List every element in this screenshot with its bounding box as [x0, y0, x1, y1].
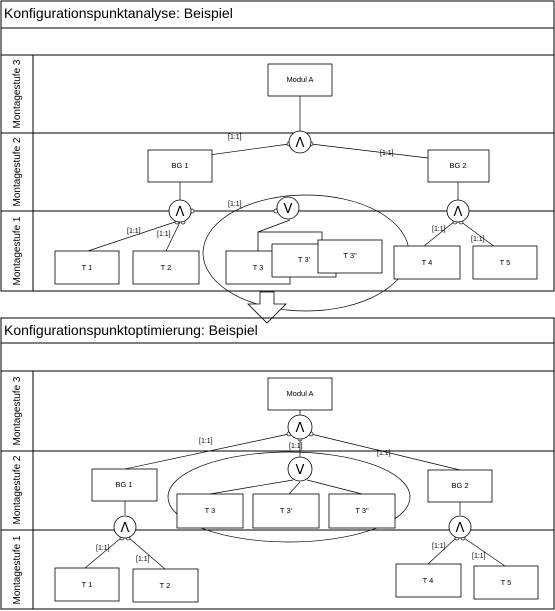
cardinality-bg1-or: [1:1]	[228, 201, 242, 208]
section-title-optimization: Konfigurationspunktoptimierung: Beispiel	[4, 322, 258, 338]
cardinality-bg1-t1: [1:1]	[127, 228, 141, 235]
cardinality-bg1-t1: [1:1]	[96, 545, 110, 552]
level-label-2: Montagestufe 2	[12, 137, 23, 206]
cardinality-bg2-t4: [1:1]	[432, 543, 446, 550]
svg-text:BG 2: BG 2	[449, 161, 466, 170]
svg-text:V: V	[284, 202, 293, 217]
svg-text:T 1: T 1	[82, 580, 93, 589]
svg-text:Λ: Λ	[296, 421, 305, 436]
svg-text:Modul A: Modul A	[286, 389, 313, 398]
cardinality-modul-bg2: [1:1]	[377, 450, 391, 457]
gate-and-bg2: Λ	[448, 515, 472, 539]
cardinality-modul-or: [1:1]	[289, 443, 303, 450]
gate-or-t3: V	[287, 456, 313, 482]
cardinality-modul-bg2: [1:1]	[380, 150, 394, 157]
svg-text:Λ: Λ	[176, 205, 185, 220]
node-t2: T 2	[132, 250, 200, 285]
svg-text:T 4: T 4	[422, 258, 433, 267]
node-t3-stack: T 3 T 3' T 3"	[225, 231, 383, 285]
svg-text:T 2: T 2	[161, 263, 172, 272]
node-t3: T 3	[176, 493, 244, 529]
svg-text:Λ: Λ	[121, 521, 130, 536]
cardinality-bg2-t5: [1:1]	[471, 236, 485, 243]
transition-arrow	[247, 291, 287, 324]
node-t5: T 5	[473, 565, 539, 600]
cardinality-bg2-t4: [1:1]	[432, 226, 446, 233]
svg-text:Λ: Λ	[454, 205, 463, 220]
section-frame	[0, 317, 555, 610]
connections	[84, 410, 506, 570]
node-t5: T 5	[472, 245, 538, 280]
node-bg1: BG 1	[91, 468, 158, 502]
node-t1: T 1	[54, 567, 120, 602]
gate-and-modul: Λ	[287, 414, 313, 440]
svg-text:T 3': T 3'	[280, 506, 293, 515]
cardinality-bg2-t5: [1:1]	[472, 553, 486, 560]
node-t4: T 4	[393, 245, 461, 280]
cardinality-bg1-t2: [1:1]	[157, 231, 171, 238]
section-frame	[0, 0, 555, 292]
node-modul-a: Modul A	[267, 63, 333, 97]
node-t1: T 1	[54, 250, 120, 285]
svg-text:T 4: T 4	[423, 576, 434, 585]
level-label-1: Montagestufe 1	[12, 216, 23, 285]
cardinality-modul-bg1: [1:1]	[199, 438, 213, 445]
section-title-analysis: Konfigurationspunktanalyse: Beispiel	[4, 5, 233, 21]
cardinality-modul-bg1: [1:1]	[228, 134, 242, 141]
gate-and-modul: Λ	[288, 130, 312, 154]
svg-text:Modul A: Modul A	[286, 75, 313, 84]
svg-text:V: V	[296, 463, 305, 478]
svg-text:T 5: T 5	[501, 578, 512, 587]
node-bg2: BG 2	[427, 469, 493, 503]
variant-group-ellipse	[167, 451, 411, 543]
svg-text:BG 1: BG 1	[115, 480, 132, 489]
gate-or-t3: V	[276, 196, 300, 220]
node-modul-a: Modul A	[267, 377, 333, 411]
svg-text:T 5: T 5	[500, 258, 511, 267]
svg-text:Λ: Λ	[456, 521, 465, 536]
svg-text:T 3: T 3	[205, 506, 216, 515]
svg-text:T 1: T 1	[82, 263, 93, 272]
node-bg1: BG 1	[147, 149, 213, 183]
node-t2: T 2	[132, 568, 199, 603]
connections	[81, 96, 496, 254]
level-label-3: Montagestufe 3	[12, 59, 23, 128]
svg-text:T 2: T 2	[160, 581, 171, 590]
node-t3: T 3	[253, 263, 264, 272]
node-t3-prime: T 3'	[252, 493, 320, 529]
svg-text:BG 2: BG 2	[451, 481, 468, 490]
node-bg2: BG 2	[427, 149, 490, 183]
svg-text:Λ: Λ	[296, 136, 305, 151]
node-t3-double-prime: T 3"	[328, 493, 396, 529]
svg-text:BG 1: BG 1	[171, 161, 188, 170]
cardinality-bg1-t2: [1:1]	[136, 556, 150, 563]
gate-and-bg2: Λ	[446, 199, 470, 223]
node-t3-double-prime: T 3"	[343, 251, 357, 260]
level-label-3: Montagestufe 3	[12, 376, 23, 445]
gate-and-bg1: Λ	[168, 199, 192, 223]
svg-text:T 3": T 3"	[355, 506, 369, 515]
level-label-2: Montagestufe 2	[12, 455, 23, 524]
level-label-1: Montagestufe 1	[12, 535, 23, 604]
connector-dots	[174, 141, 464, 225]
gate-and-bg1: Λ	[113, 515, 137, 539]
section-optimization: Montagestufe 3 Montagestufe 2 Montagestu…	[0, 317, 555, 610]
node-t4: T 4	[395, 563, 462, 598]
section-analysis: Montagestufe 3 Montagestufe 2 Montagestu…	[0, 0, 555, 312]
node-t3-prime: T 3'	[298, 255, 311, 264]
